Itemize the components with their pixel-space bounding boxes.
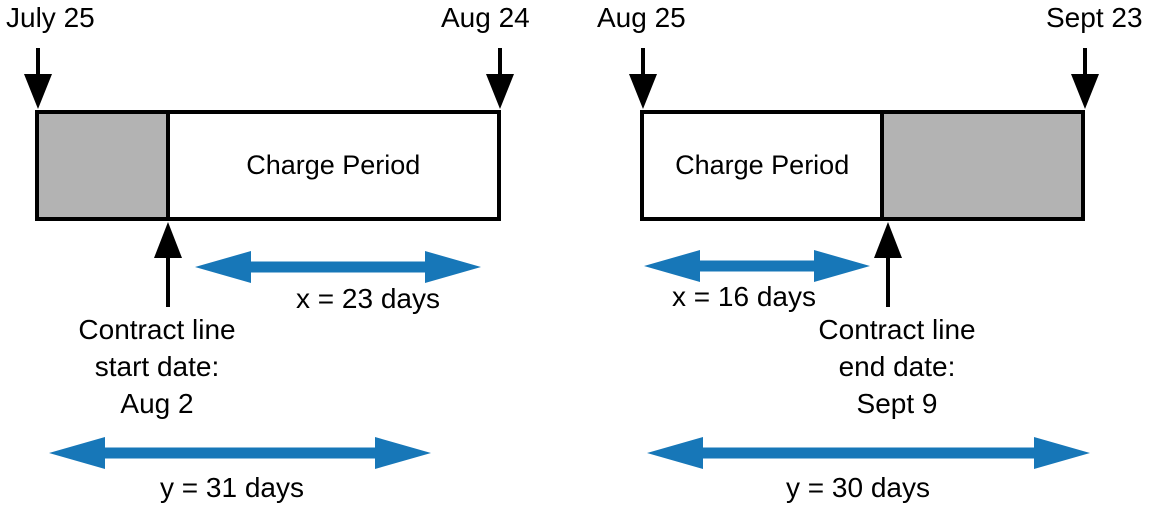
annotation-line: start date: xyxy=(94,351,220,382)
right-end-date-label: Sept 23 xyxy=(1046,2,1143,33)
down-arrow-icon xyxy=(629,48,657,109)
annotation-line: Aug 2 xyxy=(120,388,194,419)
right-timeline-bar: Charge Period xyxy=(640,110,1085,221)
left-timeline-bar: Charge Period xyxy=(35,110,501,221)
double-arrow-icon xyxy=(644,250,870,282)
up-arrow-icon xyxy=(154,222,182,307)
right-non-charge-segment xyxy=(884,114,1081,217)
right-contract-annotation: Contract line end date: Sept 9 xyxy=(782,311,1012,422)
annotation-line: Contract line xyxy=(818,314,976,345)
right-start-date-label: Aug 25 xyxy=(597,2,686,33)
annotation-line: Sept 9 xyxy=(856,388,938,419)
left-x-days-label: x = 23 days xyxy=(296,283,440,314)
double-arrow-icon xyxy=(195,251,481,283)
right-charge-period-segment: Charge Period xyxy=(644,114,885,217)
annotation-line: Contract line xyxy=(78,314,236,345)
right-x-days-label: x = 16 days xyxy=(672,281,816,312)
double-arrow-icon xyxy=(49,437,431,469)
left-end-date-label: Aug 24 xyxy=(441,2,530,33)
left-contract-annotation: Contract line start date: Aug 2 xyxy=(42,311,272,422)
down-arrow-icon xyxy=(486,48,514,109)
left-start-date-label: July 25 xyxy=(6,2,95,33)
double-arrow-icon xyxy=(647,437,1090,469)
left-charge-period-segment: Charge Period xyxy=(169,114,497,217)
annotation-line: end date: xyxy=(838,351,956,382)
right-y-days-label: y = 30 days xyxy=(786,472,930,503)
left-non-charge-segment xyxy=(39,114,170,217)
down-arrow-icon xyxy=(1071,48,1099,109)
up-arrow-icon xyxy=(874,222,902,307)
down-arrow-icon xyxy=(24,48,52,109)
left-y-days-label: y = 31 days xyxy=(160,472,304,503)
